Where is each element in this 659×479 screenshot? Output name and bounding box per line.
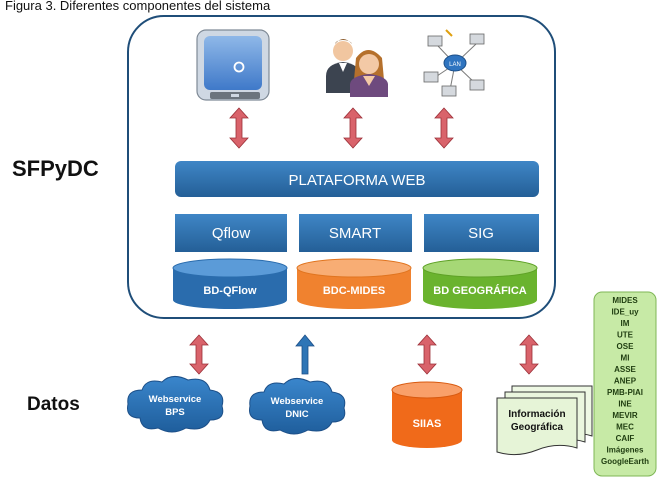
double-arrow-icon <box>417 334 437 375</box>
siias-label: SIIAS <box>413 418 442 430</box>
db-mides-label: BDC-MIDES <box>323 285 385 297</box>
db-mides-cylinder <box>296 258 412 309</box>
db-geografica-label: BD GEOGRÁFICA <box>433 284 527 297</box>
geo-source-item: INE <box>618 400 632 409</box>
siias-cylinder <box>391 381 463 448</box>
geo-source-item: MEC <box>616 423 634 432</box>
geo-source-item: MEVIR <box>612 411 638 420</box>
module-sig-box <box>424 214 539 252</box>
webservice-dnic-cloud <box>249 378 346 435</box>
geo-source-item: ANEP <box>614 377 637 386</box>
figure-caption: Figura 3. Diferentes componentes del sis… <box>5 0 271 13</box>
mobile-device-icon <box>196 29 270 101</box>
webservice-bps-line2: BPS <box>165 407 185 418</box>
system-label: SFPyDC <box>12 156 99 181</box>
geo-source-item: CAIF <box>616 434 635 443</box>
double-arrow-icon <box>519 334 539 375</box>
geo-source-item: IDE_uy <box>611 308 639 317</box>
bottom-arrows <box>189 334 539 375</box>
geo-source-item: MIDES <box>612 296 638 305</box>
geo-documents-stack <box>496 385 593 456</box>
webservice-dnic-line1: Webservice <box>271 396 324 407</box>
webservice-bps-line1: Webservice <box>149 394 202 405</box>
geo-source-item: Imágenes <box>607 446 644 455</box>
geo-sources-panel <box>593 291 657 477</box>
webservice-bps-cloud <box>127 376 224 433</box>
top-arrows <box>229 107 454 149</box>
db-qflow-cylinder <box>172 258 288 309</box>
geo-source-item: UTE <box>617 331 634 340</box>
geo-source-item: MI <box>621 354 630 363</box>
double-arrow-icon <box>229 107 249 149</box>
db-qflow-label: BD-QFlow <box>203 285 257 297</box>
module-sig-label: SIG <box>468 225 494 242</box>
geo-source-item: PMB-PIAI <box>607 388 643 397</box>
up-arrow-icon <box>295 334 315 375</box>
geo-info-line1: Información <box>508 409 565 420</box>
platform-web-label: PLATAFORMA WEB <box>289 172 426 189</box>
platform-web-box <box>175 161 539 197</box>
geo-source-item: IM <box>621 319 630 328</box>
svg-text:LAN: LAN <box>449 62 461 68</box>
data-label: Datos <box>27 394 80 415</box>
webservice-dnic-line2: DNIC <box>285 409 308 420</box>
module-smart-box <box>299 214 412 252</box>
geo-source-item: OSE <box>617 342 635 351</box>
module-qflow-box <box>175 214 287 252</box>
geo-source-item: GoogleEarth <box>601 457 649 466</box>
users-icon <box>326 39 388 97</box>
db-geografica-cylinder <box>422 258 538 309</box>
module-smart-label: SMART <box>329 225 381 242</box>
double-arrow-icon <box>434 107 454 149</box>
double-arrow-icon <box>189 334 209 375</box>
lan-network-icon: LAN <box>423 29 485 97</box>
geo-source-item: ASSE <box>614 365 636 374</box>
module-qflow-label: Qflow <box>212 225 251 242</box>
geo-info-line2: Geográfica <box>511 422 564 433</box>
double-arrow-icon <box>343 107 363 149</box>
